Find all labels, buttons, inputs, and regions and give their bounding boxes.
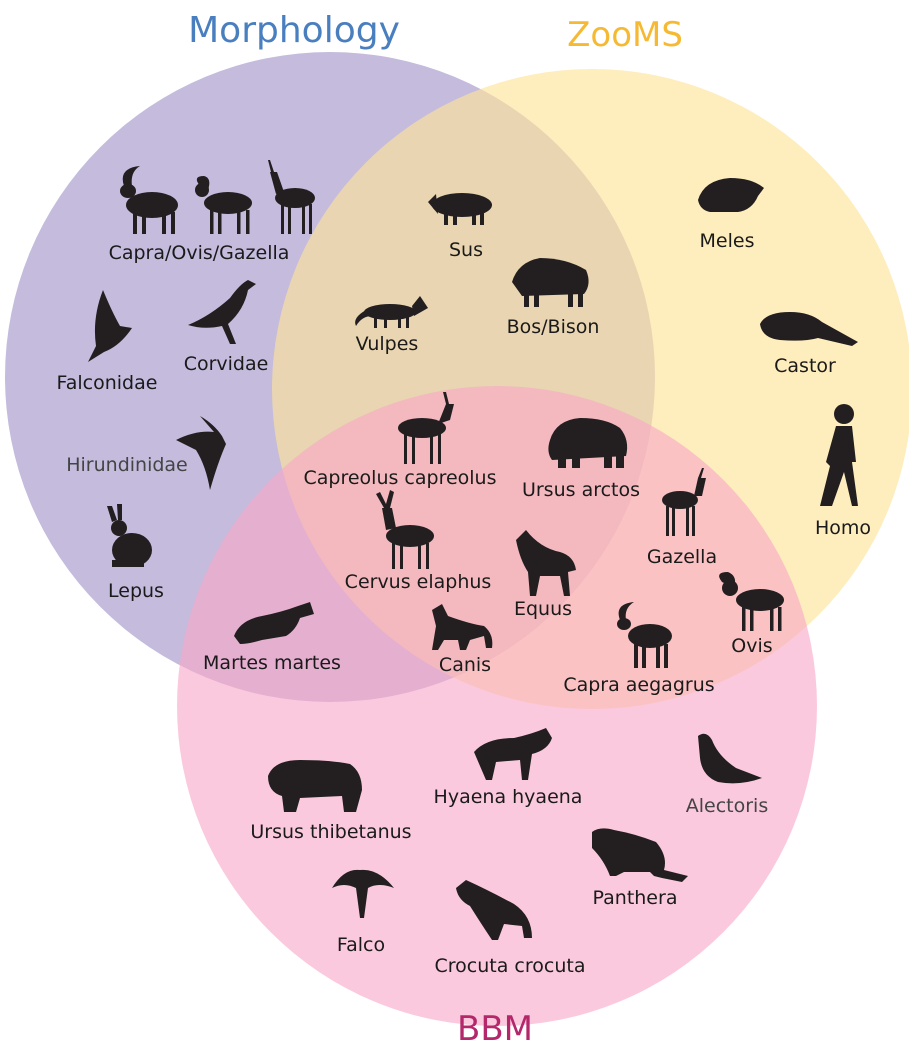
label-falconidae: Falconidae	[57, 372, 158, 394]
zooms-title: ZooMS	[567, 15, 683, 55]
label-falco: Falco	[337, 934, 385, 956]
label-castor: Castor	[774, 355, 836, 377]
label-corvidae: Corvidae	[184, 353, 269, 375]
label-capra-aegagrus: Capra aegagrus	[563, 674, 714, 696]
label-canis: Canis	[439, 654, 491, 676]
label-equus: Equus	[514, 598, 572, 620]
label-vulpes: Vulpes	[356, 333, 419, 355]
label-bos-bison: Bos/Bison	[507, 316, 600, 338]
label-homo: Homo	[815, 517, 871, 539]
label-crocuta-crocuta: Crocuta crocuta	[435, 955, 586, 977]
label-martes-martes: Martes martes	[203, 652, 341, 674]
label-sus: Sus	[449, 239, 483, 261]
label-capra-ovis-gazella: Capra/Ovis/Gazella	[109, 242, 290, 264]
label-panthera: Panthera	[593, 887, 678, 909]
morphology-title: Morphology	[188, 10, 400, 51]
label-hyaena-hyaena: Hyaena hyaena	[434, 786, 583, 808]
label-hirundinidae: Hirundinidae	[66, 454, 188, 476]
label-ursus-arctos: Ursus arctos	[522, 479, 640, 501]
label-gazella: Gazella	[647, 546, 717, 568]
label-alectoris: Alectoris	[686, 795, 768, 817]
label-meles: Meles	[700, 230, 755, 252]
label-lepus: Lepus	[108, 580, 164, 602]
label-capreolus-capreolus: Capreolus capreolus	[303, 467, 496, 489]
label-ovis: Ovis	[731, 635, 772, 657]
bbm-title: BBM	[457, 1009, 533, 1049]
label-cervus-elaphus: Cervus elaphus	[345, 571, 492, 593]
label-ursus-thibetanus: Ursus thibetanus	[250, 821, 411, 843]
